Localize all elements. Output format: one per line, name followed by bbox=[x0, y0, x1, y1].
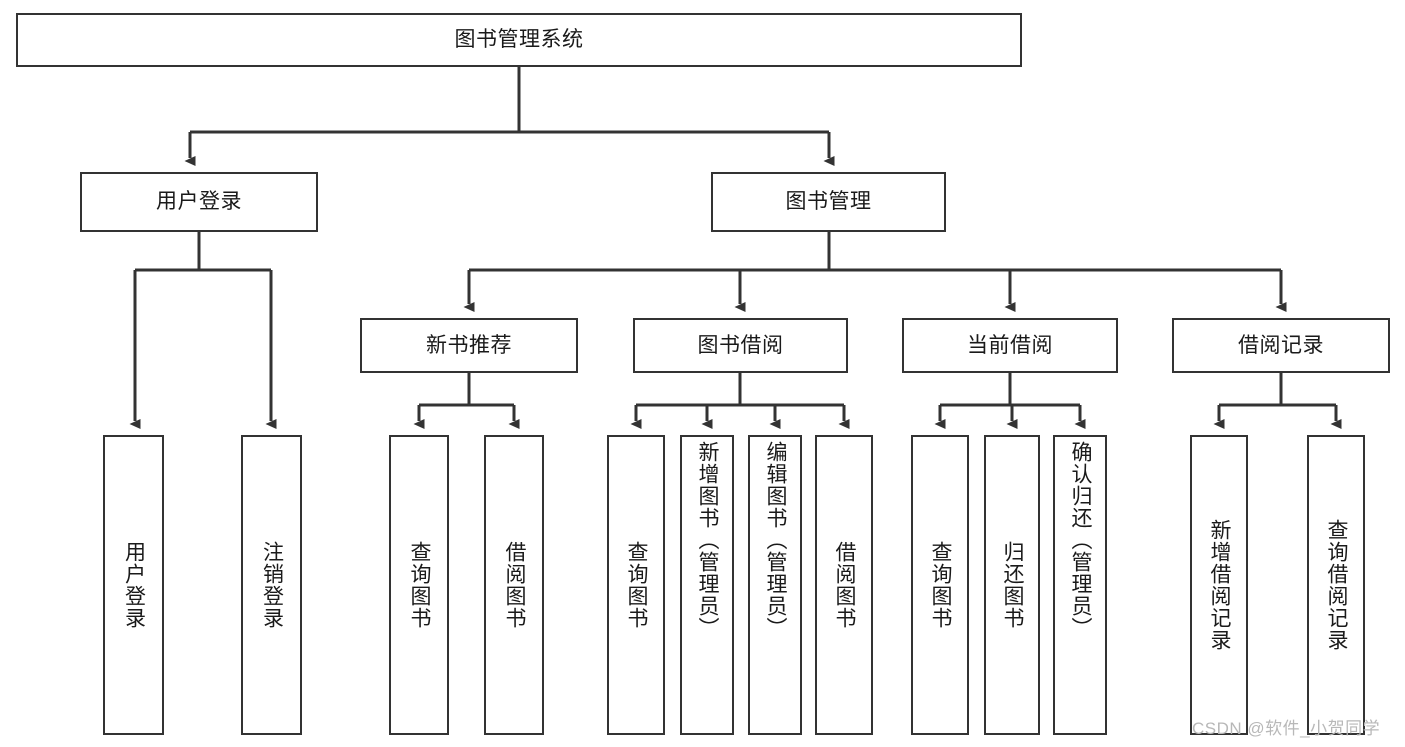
node-leaf-user-login-label: 用户登录 bbox=[122, 541, 146, 629]
node-root[interactable]: 图书管理系统 bbox=[16, 13, 1022, 67]
node-user-login-label: 用户登录 bbox=[156, 190, 242, 214]
node-leaf-edit-book-admin-label: 编辑图书（管理员） bbox=[764, 441, 788, 639]
node-leaf-user-logout[interactable]: 注销登录 bbox=[241, 435, 302, 735]
node-leaf-borrow-book-rec-label: 借阅图书 bbox=[503, 541, 527, 629]
csdn-watermark: CSDN @软件_小贺同学 bbox=[1192, 719, 1381, 738]
node-leaf-query-book-rec[interactable]: 查询图书 bbox=[389, 435, 449, 735]
node-book-manage[interactable]: 图书管理 bbox=[711, 172, 946, 232]
node-leaf-add-borrow-record-label: 新增借阅记录 bbox=[1208, 519, 1232, 651]
node-leaf-user-logout-label: 注销登录 bbox=[260, 541, 284, 629]
node-leaf-add-book-admin[interactable]: 新增图书（管理员） bbox=[680, 435, 734, 735]
node-leaf-query-borrow-record-label: 查询借阅记录 bbox=[1325, 519, 1349, 651]
node-new-book-recommend[interactable]: 新书推荐 bbox=[360, 318, 578, 373]
node-user-login[interactable]: 用户登录 bbox=[80, 172, 318, 232]
node-current-borrow[interactable]: 当前借阅 bbox=[902, 318, 1118, 373]
node-leaf-query-book-borrow[interactable]: 查询图书 bbox=[607, 435, 665, 735]
node-leaf-borrow-book[interactable]: 借阅图书 bbox=[815, 435, 873, 735]
node-leaf-return-book-label: 归还图书 bbox=[1001, 541, 1025, 629]
node-leaf-query-book-current[interactable]: 查询图书 bbox=[911, 435, 969, 735]
node-book-borrow[interactable]: 图书借阅 bbox=[633, 318, 848, 373]
node-leaf-edit-book-admin[interactable]: 编辑图书（管理员） bbox=[748, 435, 802, 735]
node-leaf-query-book-borrow-label: 查询图书 bbox=[625, 541, 649, 629]
node-book-manage-label: 图书管理 bbox=[785, 190, 872, 214]
node-leaf-confirm-return-admin[interactable]: 确认归还（管理员） bbox=[1053, 435, 1107, 735]
node-leaf-user-login[interactable]: 用户登录 bbox=[103, 435, 164, 735]
node-leaf-query-borrow-record[interactable]: 查询借阅记录 bbox=[1307, 435, 1365, 735]
node-borrow-record[interactable]: 借阅记录 bbox=[1172, 318, 1390, 373]
node-borrow-record-label: 借阅记录 bbox=[1238, 333, 1324, 357]
node-current-borrow-label: 当前借阅 bbox=[967, 333, 1053, 357]
node-leaf-query-book-current-label: 查询图书 bbox=[929, 541, 953, 629]
node-book-borrow-label: 图书借阅 bbox=[697, 333, 784, 357]
node-leaf-borrow-book-rec[interactable]: 借阅图书 bbox=[484, 435, 544, 735]
node-leaf-confirm-return-admin-label: 确认归还（管理员） bbox=[1069, 441, 1093, 639]
node-new-book-recommend-label: 新书推荐 bbox=[426, 333, 512, 357]
node-leaf-return-book[interactable]: 归还图书 bbox=[984, 435, 1040, 735]
node-leaf-borrow-book-label: 借阅图书 bbox=[833, 541, 857, 629]
node-leaf-add-borrow-record[interactable]: 新增借阅记录 bbox=[1190, 435, 1248, 735]
node-root-label: 图书管理系统 bbox=[454, 28, 584, 52]
node-leaf-query-book-rec-label: 查询图书 bbox=[408, 541, 432, 629]
node-leaf-add-book-admin-label: 新增图书（管理员） bbox=[696, 441, 720, 639]
